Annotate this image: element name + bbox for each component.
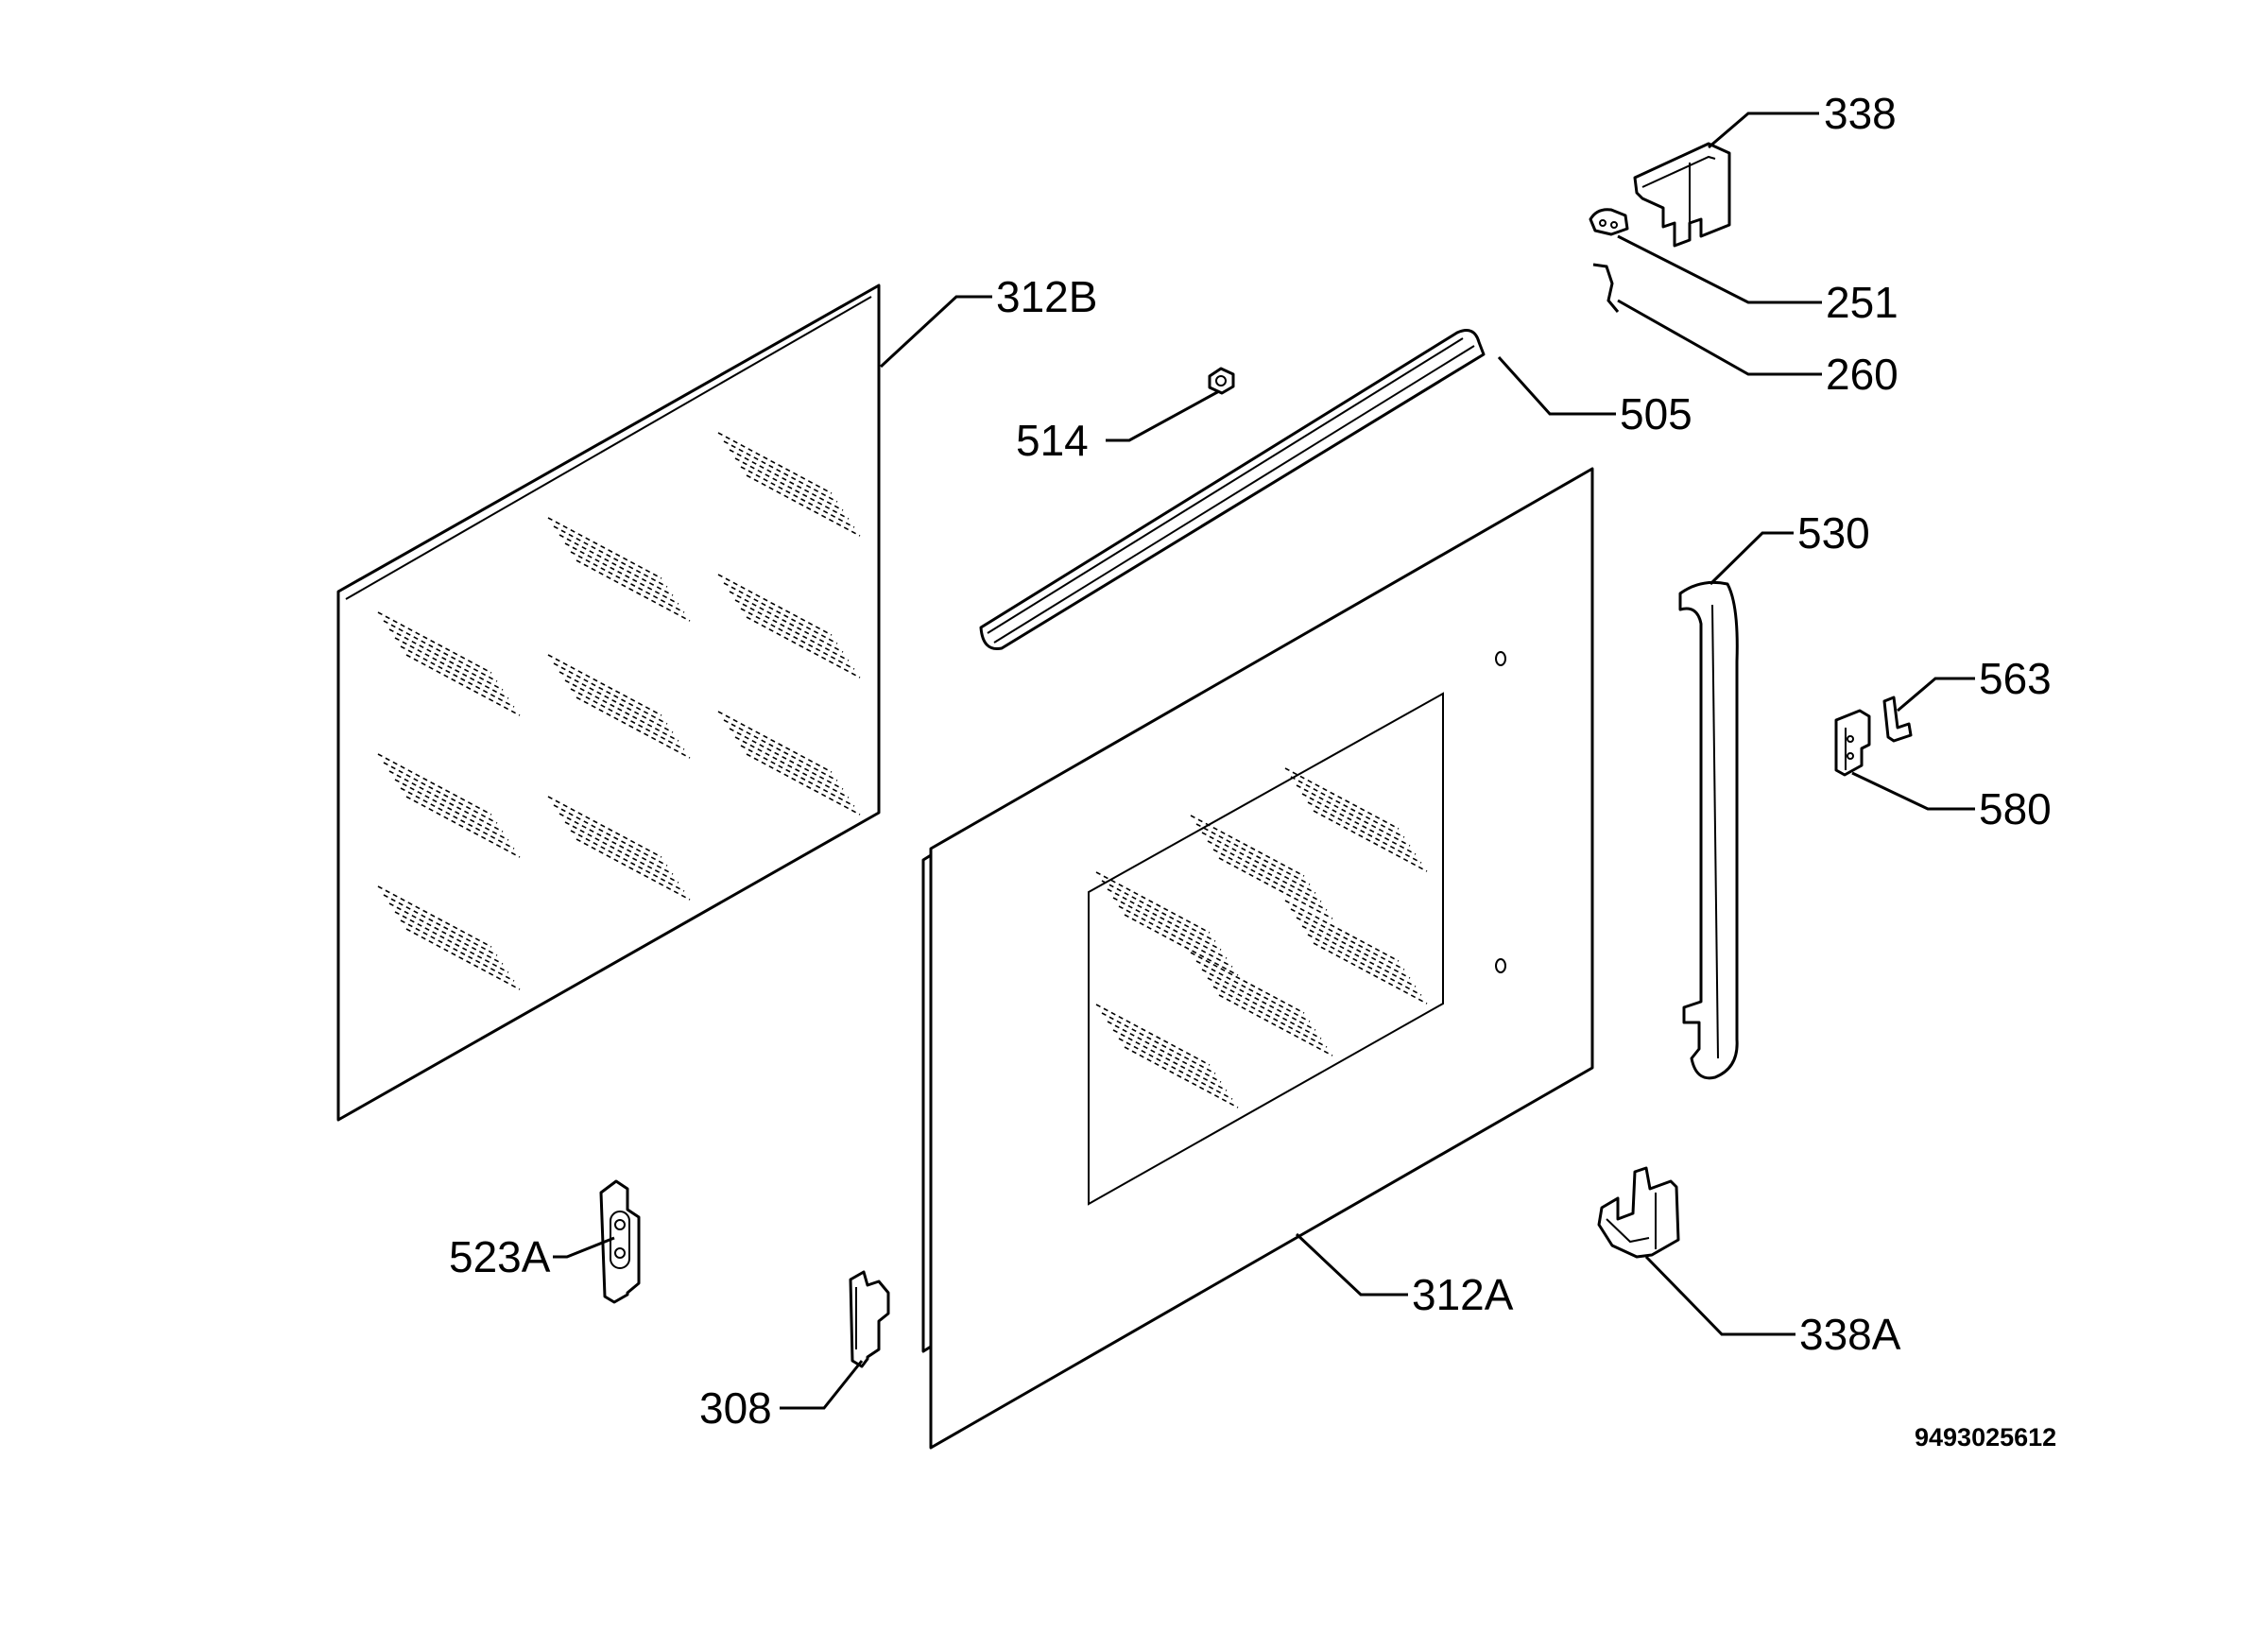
part-251-clip [1589,208,1629,236]
leader-312a [1295,1232,1408,1297]
part-505-top-profile [979,329,1486,651]
leader-338 [1708,112,1819,149]
leader-251 [1617,234,1822,304]
callout-251: 251 [1826,278,1899,327]
part-338a-bottom-cover [1597,1166,1680,1259]
part-563-bracket [1882,696,1913,743]
leader-505 [1497,355,1616,416]
callout-338a: 338A [1799,1310,1901,1359]
callout-580: 580 [1979,784,2052,833]
drawing-number: 9493025612 [1915,1423,2056,1451]
leader-580 [1851,771,1975,811]
leader-338a [1644,1255,1796,1336]
leader-514 [1106,389,1220,442]
leader-lines [553,112,1975,1410]
callout-312a: 312A [1412,1270,1514,1319]
part-580-block [1834,709,1871,777]
leader-523a [553,1236,615,1259]
callout-505: 505 [1620,389,1692,438]
callout-563: 563 [1979,654,2052,703]
leader-563 [1897,677,1975,713]
part-260-spring [1592,263,1620,313]
callout-312b: 312B [996,272,1097,321]
callout-308: 308 [699,1383,772,1433]
leader-530 [1709,531,1794,586]
part-308-hinge [849,1270,890,1368]
leader-312b [879,295,992,369]
leader-308 [780,1360,864,1410]
callout-530: 530 [1797,508,1870,558]
callout-260: 260 [1826,350,1899,399]
part-514-nut [1208,367,1235,395]
callout-523a: 523A [449,1232,551,1281]
callout-338: 338 [1824,89,1897,138]
part-312a-outer-door [921,467,1594,1450]
part-523a-lock [599,1179,641,1304]
part-338-top-cover [1633,142,1731,248]
part-530-handle [1678,580,1739,1080]
callout-514: 514 [1016,416,1089,465]
callout-labels: 338 251 260 312B 505 514 530 563 580 523… [449,89,2056,1451]
part-312b-inner-glass [336,283,881,1122]
leader-260 [1617,299,1822,376]
